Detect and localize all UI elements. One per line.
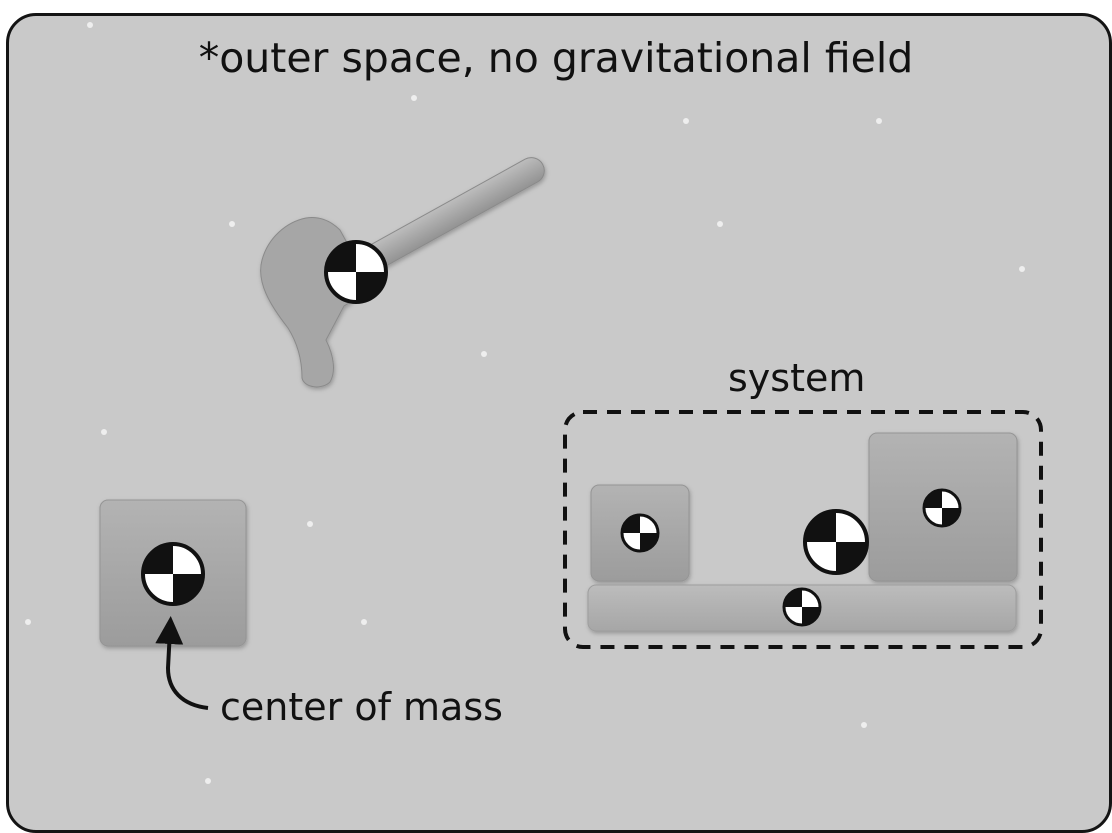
block-center-of-mass-marker bbox=[141, 542, 205, 606]
small-block-center-of-mass-marker bbox=[620, 513, 660, 553]
star bbox=[481, 351, 487, 357]
system-boundary bbox=[563, 410, 1043, 649]
star bbox=[205, 778, 211, 784]
star bbox=[1019, 266, 1025, 272]
star bbox=[717, 221, 723, 227]
plank-center-of-mass-marker bbox=[782, 587, 822, 627]
outer-space-panel bbox=[6, 13, 1112, 833]
hammer bbox=[260, 157, 545, 388]
star bbox=[101, 429, 107, 435]
star bbox=[25, 619, 31, 625]
star bbox=[683, 118, 689, 124]
hammer-center-of-mass-marker bbox=[324, 240, 388, 304]
large-block-center-of-mass-marker bbox=[922, 488, 962, 528]
star bbox=[861, 722, 867, 728]
center-of-mass-arrow bbox=[155, 616, 209, 710]
stars bbox=[25, 22, 1025, 784]
system-center-of-mass-marker bbox=[803, 509, 869, 575]
center-of-mass-label: center of mass bbox=[220, 685, 503, 729]
star bbox=[876, 118, 882, 124]
star bbox=[411, 95, 417, 101]
star bbox=[87, 22, 93, 28]
star bbox=[307, 521, 313, 527]
page-title: *outer space, no gravitational field bbox=[198, 34, 914, 82]
star bbox=[229, 221, 235, 227]
star bbox=[361, 619, 367, 625]
system-label: system bbox=[728, 356, 866, 400]
